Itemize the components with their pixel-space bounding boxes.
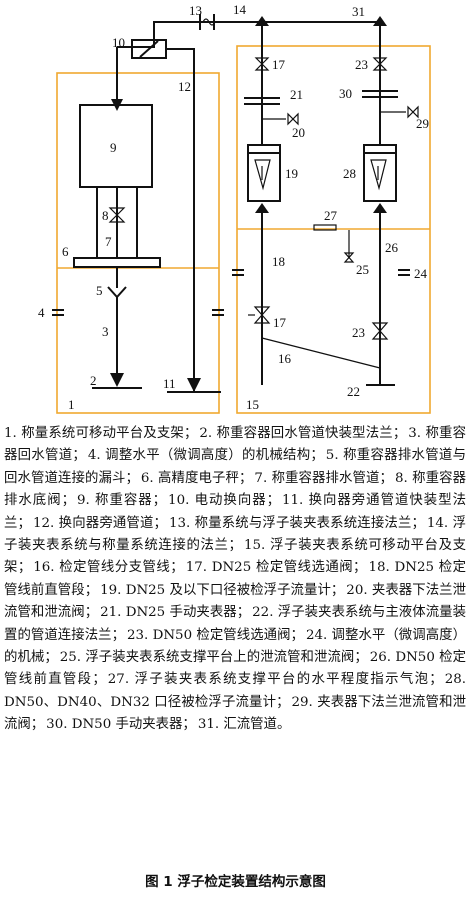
legend-item: 7. 称重容器排水管道； (254, 470, 393, 486)
dn50-line (362, 22, 419, 386)
label-22: 22 (347, 384, 360, 399)
legend-item: 8. 称重容器排水底阀； (4, 470, 466, 509)
label-10: 10 (112, 35, 125, 50)
label-15: 15 (246, 397, 259, 412)
legend-item: 26. DN50 检定管线前直管段； (4, 650, 466, 688)
dn25-line (244, 22, 299, 385)
legend-item: 24. 调整水平（微调高度）的机械； (4, 627, 466, 666)
legend-item: 28. DN50、DN40、DN32 口径被检浮子流量计； (4, 672, 466, 710)
bypass-pipe (166, 48, 221, 393)
label-28: 28 (343, 166, 356, 181)
label-8: 8 (102, 208, 109, 223)
label-14: 14 (233, 2, 247, 17)
label-30: 30 (339, 86, 352, 101)
label-21: 21 (290, 87, 303, 102)
return-pipe (92, 267, 142, 389)
figure-caption: 图 1 浮子检定装置结构示意图 (145, 874, 326, 890)
label-31: 31 (352, 4, 365, 19)
label-25: 25 (356, 262, 369, 277)
legend-item: 11. 换向器旁通管道快装型法兰； (4, 493, 466, 531)
label-3: 3 (102, 324, 109, 339)
legend-item: 13. 称量系统与浮子装夹表系统连接法兰； (168, 515, 425, 531)
label-26: 26 (385, 240, 399, 255)
label-16: 16 (278, 351, 292, 366)
label-4: 4 (38, 305, 45, 320)
legend-item: 19. DN25 及以下口径被检浮子流量计； (100, 582, 345, 598)
label-29: 29 (416, 116, 429, 131)
legend-item: 30. DN50 手动夹表器； (46, 717, 196, 733)
label-11: 11 (163, 376, 176, 391)
legend-item: 29. 夹表器下法兰泄流管和泄流阀； (4, 694, 467, 733)
top-header-pipe (117, 14, 387, 48)
legend-item: 12. 换向器旁通管道； (32, 515, 167, 531)
label-18: 18 (272, 254, 285, 269)
label-19: 19 (285, 166, 298, 181)
label-17a: 17 (272, 57, 286, 72)
label-20: 20 (292, 125, 305, 140)
legend-item: 27. 浮子装夹表系统支撑平台的水平程度指示气泡； (107, 672, 443, 688)
legend-item: 25. 浮子装夹表系统支撑平台上的泄流管和泄流阀； (59, 650, 368, 666)
label-7: 7 (105, 234, 112, 249)
label-1: 1 (68, 397, 75, 412)
label-6: 6 (62, 244, 69, 259)
legend-item: 9. 称重容器； (77, 493, 167, 509)
legend-item: 23. DN50 检定管线选通阀； (126, 627, 304, 643)
legend-item: 21. DN25 手动夹表器； (100, 605, 251, 621)
label-2: 2 (90, 373, 97, 388)
electric-diverter (131, 39, 167, 59)
legend-item: 20. 夹表器下法兰泄流管和泄流阀； (4, 582, 466, 621)
label-9: 9 (110, 140, 117, 155)
legend-item: 22. 浮子装夹表系统与主液体流量装置的管道连接法兰； (4, 605, 466, 643)
legend-item: 16. 检定管线分支管线； (33, 560, 184, 576)
label-23a: 23 (355, 57, 368, 72)
float-clamp-platform-frame (236, 45, 431, 414)
weighing-container (79, 47, 153, 258)
label-17b: 17 (273, 315, 287, 330)
label-5: 5 (96, 283, 103, 298)
platform-details (261, 224, 381, 369)
component-legend: 1. 称量系统可移动平台及支架；2. 称重容器回水管道快装型法兰；3. 称重容器… (4, 423, 466, 737)
legend-item: 18. DN25 检定管线前直管段； (4, 560, 466, 598)
legend-item: 14. 浮子装夹表系统与称量系统连接的法兰； (4, 515, 466, 554)
legend-item: 2. 称重容器回水管道快装型法兰； (199, 426, 407, 441)
electronic-scale (73, 257, 161, 268)
legend-item: 15. 浮子装夹表系统可移动平台及支架； (4, 538, 466, 576)
legend-item: 6. 高精度电子秤； (140, 470, 253, 486)
label-23b: 23 (352, 325, 365, 340)
legend-item: 31. 汇流管道。 (197, 717, 291, 733)
label-24: 24 (414, 266, 428, 281)
device-structure-diagram: 1 2 3 4 5 6 7 8 9 10 11 12 13 14 15 16 1… (38, 2, 431, 414)
leveling-marks (52, 269, 410, 316)
legend-item: 1. 称量系统可移动平台及支架； (4, 426, 198, 441)
legend-item: 10. 电动换向器； (168, 493, 281, 509)
legend-item: 4. 调整水平（微调高度）的机械结构； (87, 448, 324, 464)
legend-item: 17. DN25 检定管线选通阀； (185, 560, 367, 576)
legend-item: 3. 称重容器回水管道； (4, 426, 466, 464)
legend-item: 5. 称重容器排水管道与回水管道连接的漏斗； (4, 448, 466, 486)
label-12: 12 (178, 79, 191, 94)
label-27: 27 (324, 208, 338, 223)
label-13: 13 (189, 3, 202, 18)
